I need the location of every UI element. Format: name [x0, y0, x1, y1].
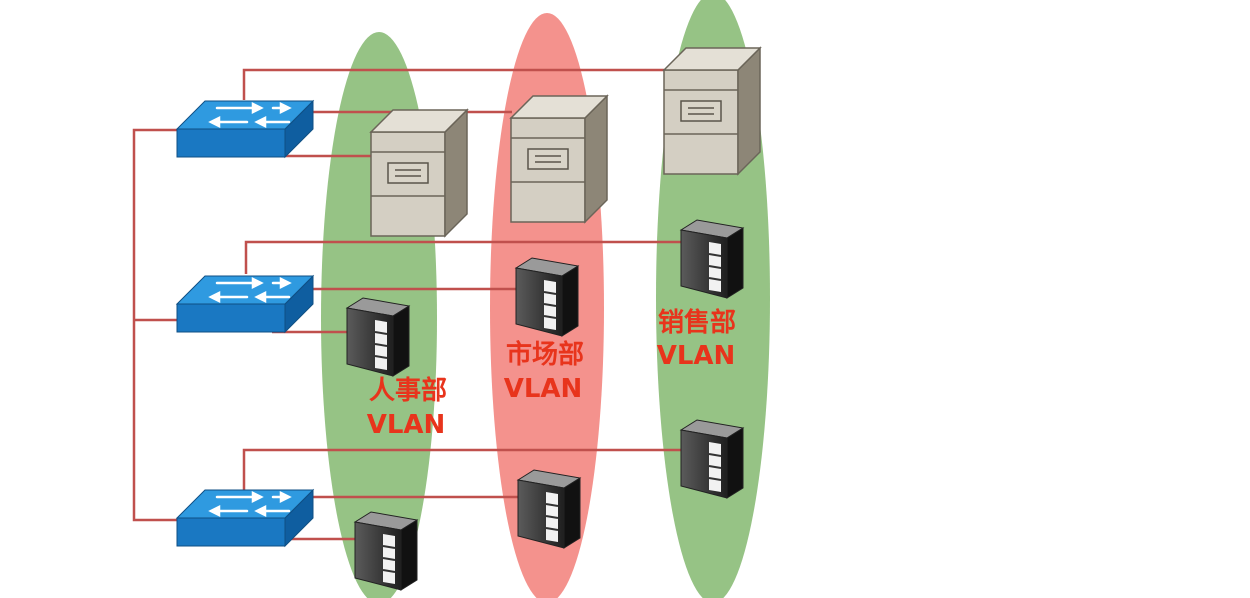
network-links [132, 68, 682, 541]
backbone-link [132, 128, 178, 522]
vlan-label-market-name: 市场部 [506, 339, 584, 370]
server-tower-icon [510, 95, 608, 223]
workstation-icon [680, 219, 744, 299]
switch-icon [175, 99, 315, 159]
server-tower-icon [370, 109, 468, 237]
vlan-label-hr: 人事部 VLAN [367, 376, 447, 440]
vlan-label-sales: 销售部 VLAN [657, 307, 736, 371]
switch-icon [175, 274, 315, 334]
vlan-label-hr-name: 人事部 [369, 376, 447, 406]
server-tower-icon [663, 47, 761, 175]
vlan-label-market-vlan: VLAN [504, 374, 583, 404]
workstation-icon [517, 469, 581, 549]
vlan-label-sales-name: 销售部 [658, 307, 736, 338]
workstation-icon [680, 419, 744, 499]
vlan-label-sales-vlan: VLAN [657, 341, 736, 371]
link-sw2-pc-sales [244, 240, 682, 274]
vlan-label-hr-vlan: VLAN [367, 410, 446, 440]
workstation-icon [346, 297, 410, 377]
link-sw3-pc-sales [242, 448, 682, 490]
workstation-icon [354, 511, 418, 591]
switch-icon [175, 488, 315, 548]
vlan-label-market: 市场部 VLAN [504, 339, 584, 404]
link-sw1-server-sales [242, 68, 664, 100]
workstation-icon [515, 257, 579, 337]
